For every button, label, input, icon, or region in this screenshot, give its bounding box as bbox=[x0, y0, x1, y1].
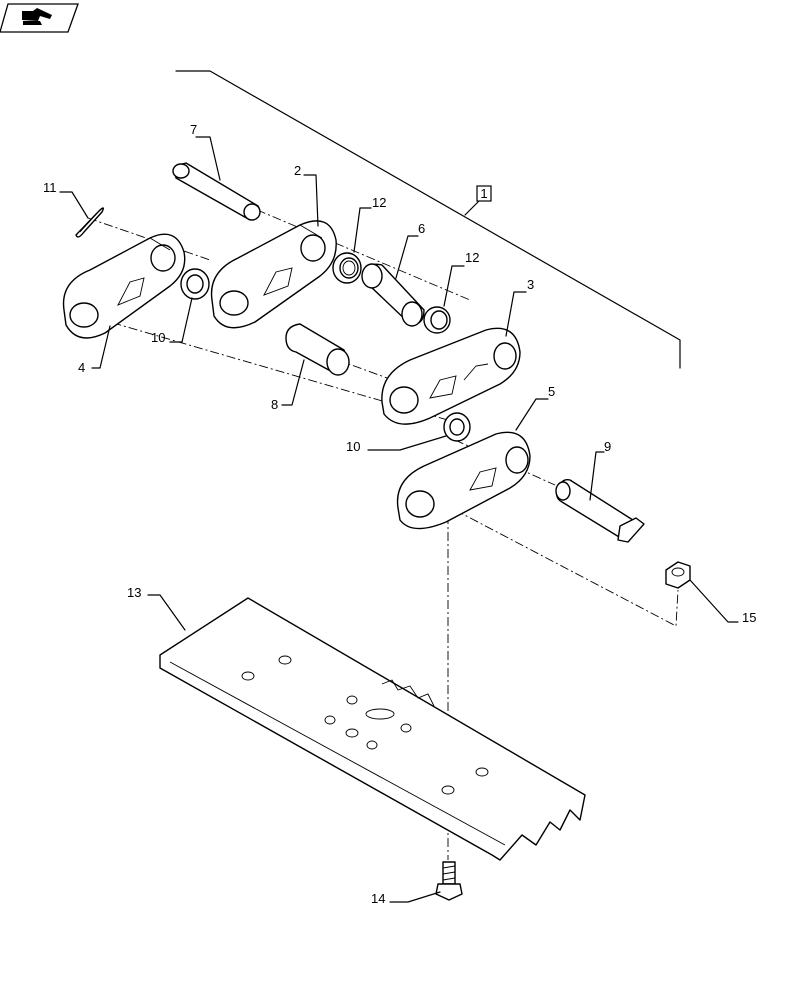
callout-5: 5 bbox=[548, 384, 555, 399]
callout-10-upper: 10 bbox=[151, 330, 165, 345]
callout-14: 14 bbox=[371, 891, 385, 906]
part-7-pin bbox=[172, 162, 261, 221]
callout-2: 2 bbox=[294, 163, 301, 178]
assembly-box-label: 1 bbox=[480, 186, 487, 201]
callout-8: 8 bbox=[271, 397, 278, 412]
callout-6: 6 bbox=[418, 221, 425, 236]
part-3-link bbox=[381, 327, 521, 425]
part-11-pin bbox=[75, 207, 105, 238]
callout-15: 15 bbox=[742, 610, 756, 625]
part-5-link bbox=[396, 431, 531, 530]
part-15-nut bbox=[665, 561, 691, 589]
part-12-seal-lower bbox=[423, 306, 451, 334]
callout-4: 4 bbox=[78, 360, 85, 375]
callout-9: 9 bbox=[604, 439, 611, 454]
callout-labels: 7 2 11 12 6 12 3 4 10 8 10 5 9 13 14 15 bbox=[43, 122, 756, 906]
callout-11: 11 bbox=[43, 180, 57, 195]
part-6-bushing bbox=[361, 263, 425, 327]
callout-12-lower: 12 bbox=[465, 250, 479, 265]
assembly-box: 1 bbox=[476, 185, 492, 202]
part-10-washer-upper bbox=[180, 268, 210, 300]
callout-10-lower: 10 bbox=[346, 439, 360, 454]
callout-7: 7 bbox=[190, 122, 197, 137]
callout-13: 13 bbox=[127, 585, 141, 600]
leader-lines bbox=[59, 136, 739, 903]
part-4-link bbox=[62, 233, 186, 339]
callout-12-upper: 12 bbox=[372, 195, 386, 210]
part-9-pin bbox=[555, 478, 645, 543]
nav-button[interactable] bbox=[0, 3, 79, 33]
part-12-seal-upper bbox=[332, 252, 362, 284]
part-13-track-shoe bbox=[159, 597, 586, 861]
hand-pointer-icon bbox=[22, 8, 52, 25]
part-2-link bbox=[210, 220, 337, 329]
callout-3: 3 bbox=[527, 277, 534, 292]
part-8-bushing bbox=[285, 323, 350, 376]
part-14-bolt bbox=[435, 861, 463, 901]
part-10-washer-lower bbox=[443, 412, 471, 442]
